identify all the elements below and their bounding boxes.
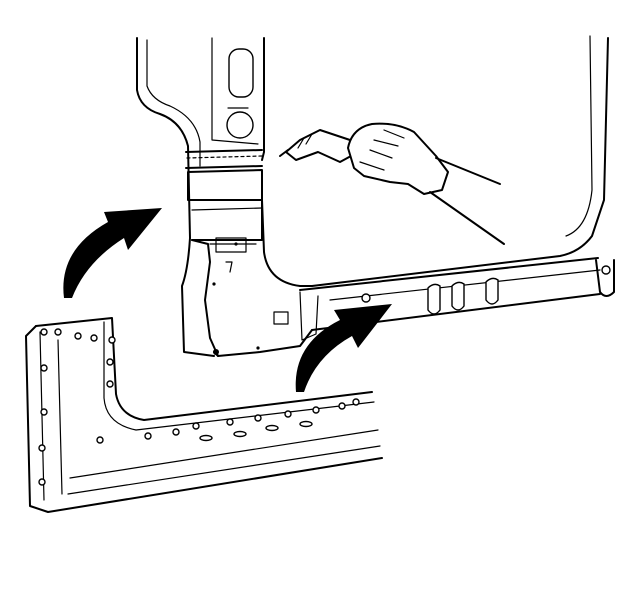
rocker-panel-replacement-part (25, 317, 383, 513)
body-pillar-structure (136, 35, 615, 357)
installation-arrow-right (295, 304, 392, 392)
installation-arrow-left (63, 208, 162, 298)
gloved-hand-icon (347, 122, 505, 245)
